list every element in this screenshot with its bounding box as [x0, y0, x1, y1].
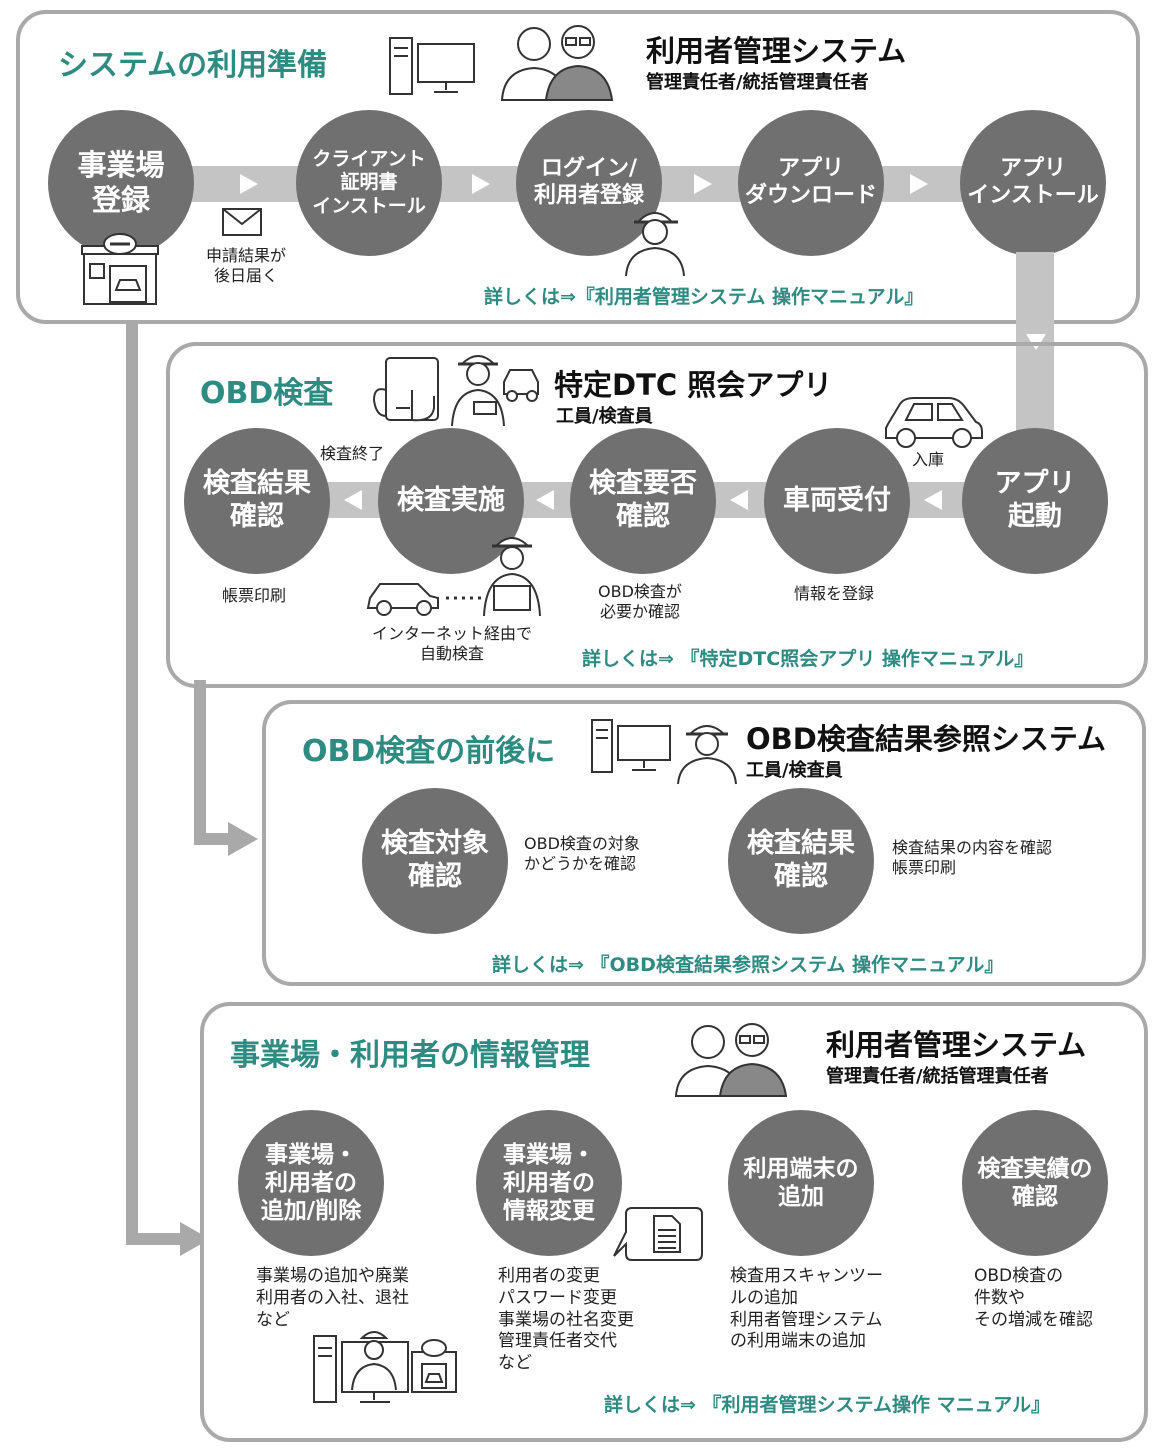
mail-note: 申請結果が 後日届く	[206, 246, 287, 286]
flow-line-section2-to-3	[194, 680, 206, 845]
section1-system-name: 利用者管理システム	[646, 34, 907, 68]
item-inspection-target-check[interactable]: 検査対象 確認	[362, 788, 508, 934]
car-icon	[884, 394, 984, 448]
computer-icon	[388, 36, 478, 98]
document-bubble-icon	[612, 1204, 704, 1270]
section4-roles: 管理責任者/統括管理責任者	[826, 1066, 1049, 1087]
flow-arrow-icon	[694, 174, 712, 194]
flow-line-to-section4	[126, 1233, 186, 1245]
step-inspection-execution[interactable]: 検査実施	[378, 428, 524, 574]
step-client-certificate-install[interactable]: クライアント 証明書 インストール	[296, 110, 442, 256]
flow-arrow-left-icon	[924, 490, 942, 510]
section2-title: OBD検査	[200, 376, 334, 411]
note-info-change: 利用者の変更 パスワード変更 事業場の社名変更 管理責任者交代 など	[498, 1266, 634, 1373]
flow-arrow-left-icon	[344, 490, 362, 510]
flow-arrow-left-icon	[536, 490, 554, 510]
computer-icon	[590, 718, 674, 776]
section3-manual-link[interactable]: 詳しくは⇒ 『OBD検査結果参照システム 操作マニュアル』	[492, 954, 1004, 976]
section4-system-name: 利用者管理システム	[826, 1028, 1087, 1062]
section4-title: 事業場・利用者の情報管理	[230, 1038, 590, 1073]
flow-line-main	[126, 310, 138, 1245]
arrow-to-section4-icon	[180, 1222, 210, 1256]
note-add-delete: 事業場の追加や廃業 利用者の入社、退社 など	[256, 1266, 409, 1330]
item-inspection-result-check[interactable]: 検査結果 確認	[728, 788, 874, 934]
note-inspection-target: OBD検査の対象 かどうかを確認	[524, 834, 640, 874]
note-nyuko: 入庫	[912, 450, 945, 469]
flow-line-to-section3	[194, 833, 234, 845]
flow-arrow-left-icon	[730, 490, 748, 510]
worker-icon	[620, 200, 690, 276]
item-device-add[interactable]: 利用端末の 追加	[728, 1110, 874, 1256]
step-app-download[interactable]: アプリ ダウンロード	[738, 110, 884, 256]
section3-system-name: OBD検査結果参照システム	[746, 722, 1106, 756]
note-need-check: OBD検査が 必要か確認	[598, 582, 682, 622]
note-device-add: 検査用スキャンツー ルの追加 利用者管理システム の利用端末の追加	[730, 1266, 883, 1352]
note-register-info: 情報を登録	[794, 584, 875, 603]
note-report-print: 帳票印刷	[222, 586, 287, 605]
section2-roles: 工員/検査員	[556, 406, 653, 427]
tablet-hand-icon	[372, 356, 446, 426]
item-office-user-info-change[interactable]: 事業場・ 利用者の 情報変更	[476, 1110, 622, 1256]
section1-manual-link[interactable]: 詳しくは⇒『利用者管理システム 操作マニュアル』	[484, 286, 924, 308]
section2-system-name: 特定DTC 照会アプリ	[554, 368, 833, 402]
flow-arrow-icon	[910, 174, 928, 194]
managers-icon	[494, 16, 616, 102]
note-auto-inspection: インターネット経由で 自動検査	[372, 624, 533, 664]
section1-roles: 管理責任者/統括管理責任者	[646, 72, 869, 93]
section-obd-inspection	[166, 342, 1148, 688]
remote-inspection-icon	[366, 528, 546, 618]
step-vehicle-reception[interactable]: 車両受付	[764, 428, 910, 574]
step-office-registration[interactable]: 事業場 登録	[48, 110, 194, 256]
worker-icon	[674, 714, 740, 784]
step-inspection-need-check[interactable]: 検査要否 確認	[570, 428, 716, 574]
note-record-check: OBD検査の 件数や その増減を確認	[974, 1266, 1093, 1330]
section3-roles: 工員/検査員	[746, 760, 843, 781]
note-inspection-result: 検査結果の内容を確認 帳票印刷	[892, 838, 1053, 878]
office-pc-worker-icon	[312, 1326, 458, 1406]
item-inspection-record-check[interactable]: 検査実績の 確認	[962, 1110, 1108, 1256]
section3-title: OBD検査の前後に	[302, 734, 556, 769]
section4-manual-link[interactable]: 詳しくは⇒ 『利用者管理システム操作 マニュアル』	[604, 1394, 1051, 1416]
step-app-launch[interactable]: アプリ 起動	[962, 428, 1108, 574]
flow-arrow-icon	[472, 174, 490, 194]
step-login-user-registration[interactable]: ログイン/ 利用者登録	[516, 110, 662, 256]
office-building-icon	[80, 232, 160, 306]
note-inspection-end: 検査終了	[320, 444, 385, 463]
mechanic-car-icon	[448, 346, 540, 426]
flow-arrow-icon	[240, 174, 258, 194]
step-app-install[interactable]: アプリ インストール	[960, 110, 1106, 256]
section2-manual-link[interactable]: 詳しくは⇒ 『特定DTC照会アプリ 操作マニュアル』	[582, 648, 1034, 670]
section1-title: システムの利用準備	[58, 48, 328, 83]
mail-icon	[222, 208, 262, 236]
managers-icon	[668, 1014, 790, 1098]
item-office-user-add-delete[interactable]: 事業場・ 利用者の 追加/削除	[238, 1110, 384, 1256]
arrow-to-section3-icon	[228, 822, 258, 856]
step-inspection-result-check[interactable]: 検査結果 確認	[184, 428, 330, 574]
